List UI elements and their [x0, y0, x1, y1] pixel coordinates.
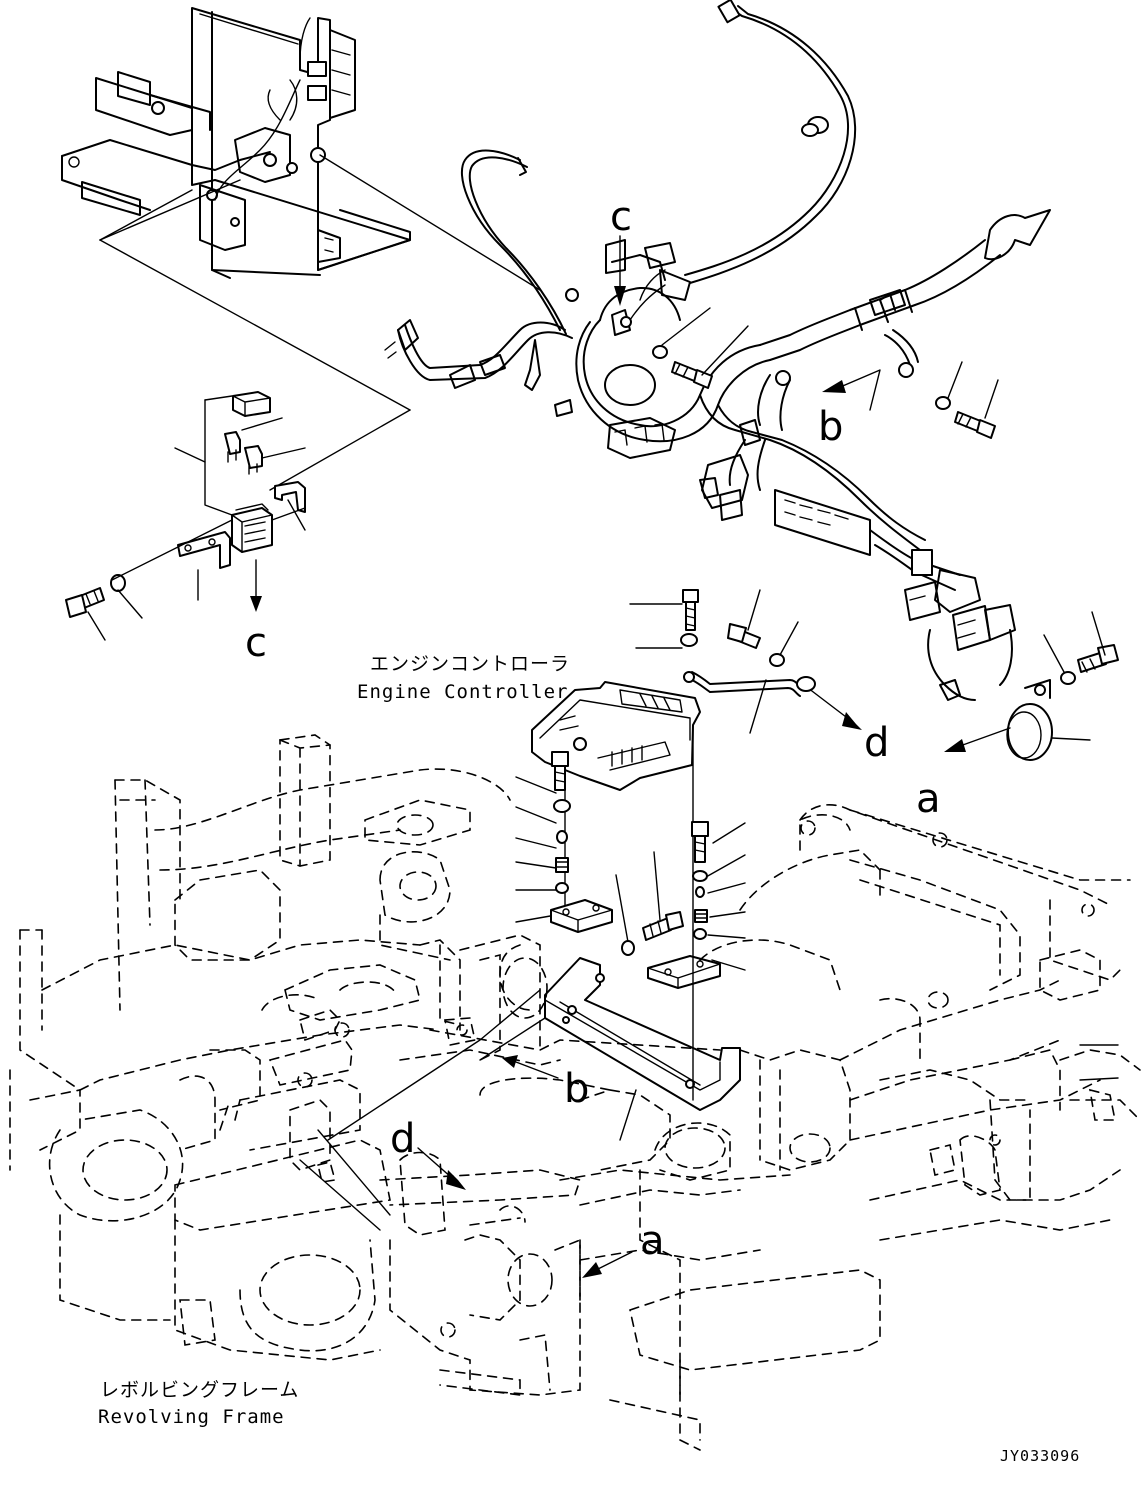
- callout-letter-d-frame: d: [390, 1116, 415, 1162]
- callout-letter-d-controller: d: [864, 720, 889, 766]
- ground-cable: [683, 671, 816, 697]
- top-bracket-assembly: [61, 7, 541, 491]
- wiring-harness: [384, 0, 1051, 701]
- callout-letter-b-harness: b: [818, 404, 843, 450]
- revolving-frame-label-en: Revolving Frame: [98, 1406, 285, 1428]
- controller-fasteners: [550, 589, 721, 989]
- callout-letter-c-relay: c: [245, 620, 267, 666]
- harness-fasteners: [652, 345, 1119, 761]
- controller-bracket: [544, 957, 741, 1111]
- drawing-code: JY033096: [1000, 1447, 1080, 1465]
- leader-lines: [87, 307, 1119, 1141]
- callout-letter-a-frame: a: [640, 1218, 665, 1264]
- revolving-frame-label-jp: レボルビングフレーム: [100, 1379, 299, 1401]
- callout-letter-b-frame: b: [564, 1066, 589, 1112]
- relay-assembly: [65, 391, 306, 618]
- callout-arrows: [250, 235, 1011, 1278]
- engine-controller: [531, 681, 701, 931]
- engine-controller-label-en: Engine Controller: [357, 681, 568, 703]
- callout-letter-a-engine: a: [916, 776, 941, 822]
- revolving-frame: [9, 734, 1141, 1451]
- callout-letter-c-harness: c: [610, 194, 632, 240]
- engine-controller-label-jp: エンジンコントローラ: [370, 653, 570, 675]
